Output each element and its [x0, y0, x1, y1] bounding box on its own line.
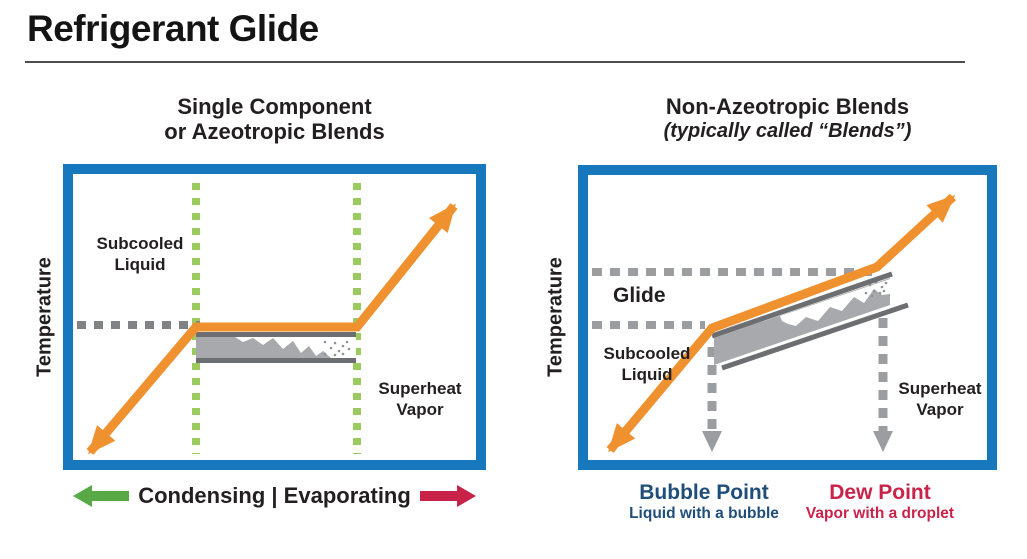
right-panel-subtitle: (typically called “Blends”)	[663, 120, 912, 142]
left-y-axis-label: Temperature	[33, 257, 56, 377]
left-chart-box	[63, 164, 486, 470]
right-chart-box	[578, 165, 997, 470]
bubble-point-title: Bubble Point	[639, 481, 769, 504]
page-title: Refrigerant Glide	[27, 8, 319, 49]
dew-point-title: Dew Point	[829, 481, 931, 504]
left-superheat-label: Superheat Vapor	[378, 379, 462, 419]
dew-point-subtitle: Vapor with a droplet	[805, 505, 955, 522]
left-chart-plot	[77, 183, 458, 455]
legend-label: Condensing | Evaporating	[138, 483, 411, 508]
right-subcooled-label: Subcooled Liquid	[603, 344, 691, 384]
right-panel-title: Non-Azeotropic Blends	[665, 94, 910, 119]
temperature-curve	[86, 203, 458, 455]
bubble-point-subtitle: Liquid with a bubble	[629, 505, 779, 522]
temperature-curve	[606, 193, 957, 453]
right-superheat-label: Superheat Vapor	[898, 379, 982, 419]
evaporating-right-arrow-icon	[419, 485, 476, 507]
right-chart-plot	[592, 193, 957, 453]
two-phase-tube	[196, 332, 356, 363]
bubble-point-caption: Bubble Point Liquid with a bubble	[618, 481, 790, 523]
header-divider	[25, 61, 965, 63]
condensing-left-arrow-icon	[73, 485, 130, 507]
right-y-axis-label: Temperature	[544, 257, 567, 377]
dew-point-caption: Dew Point Vapor with a droplet	[794, 481, 966, 523]
process-direction-legend: Condensing | Evaporating	[63, 483, 486, 509]
right-panel-header: Non-Azeotropic Blends (typically called …	[578, 94, 997, 143]
left-panel-title: Single Component or Azeotropic Blends	[164, 94, 385, 144]
glide-label: Glide	[613, 284, 666, 307]
left-subcooled-label: Subcooled Liquid	[96, 234, 184, 274]
